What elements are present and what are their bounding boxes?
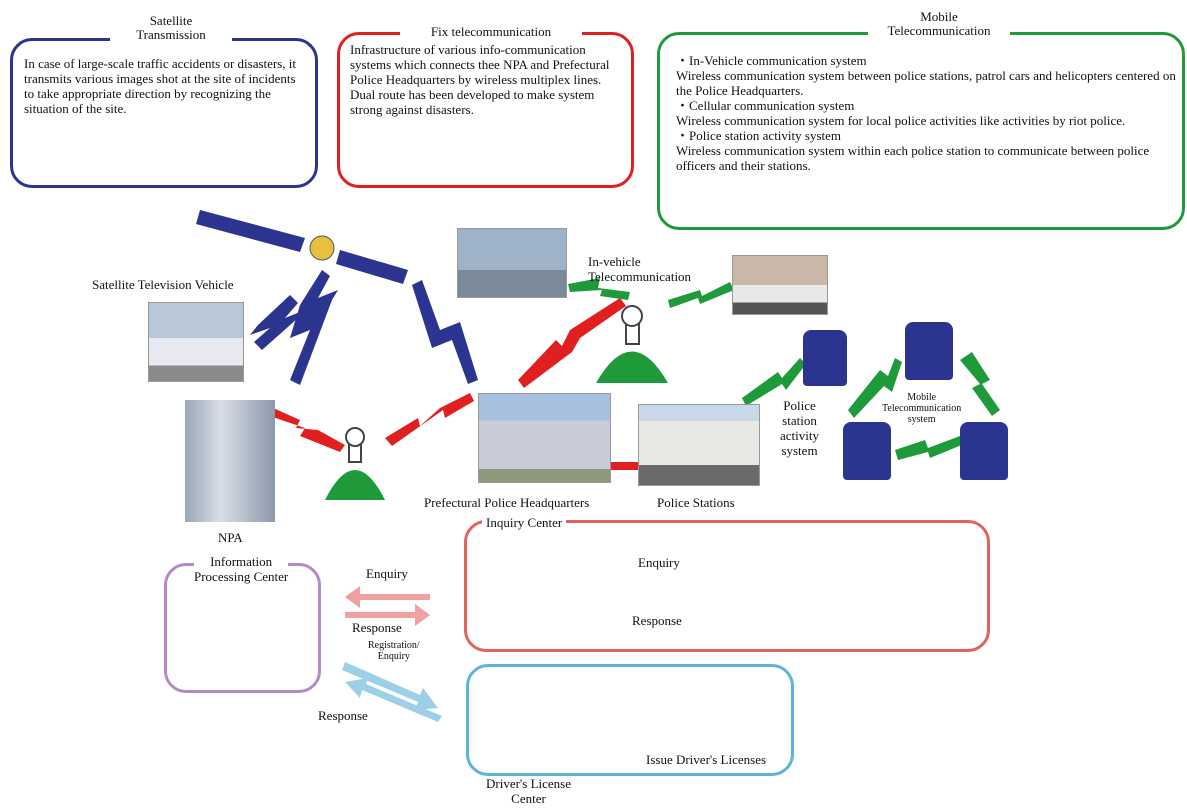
satellite-link-npa — [290, 270, 338, 385]
label-npa: NPA — [218, 530, 243, 545]
mobile-link-2 — [960, 352, 1000, 416]
satellite-icon — [196, 210, 408, 284]
satellite-info-title: Satellite Transmission — [110, 14, 232, 42]
response-arrow-bottom — [345, 678, 442, 722]
enquiry-arrow-left — [345, 586, 430, 608]
station-activity-link — [742, 358, 806, 406]
fix-info-box — [337, 32, 634, 188]
label-pph: Prefectural Police Headquarters — [424, 495, 590, 510]
police-officer-icon-3 — [843, 422, 891, 480]
fix-link-vehicle-antenna — [518, 298, 626, 388]
mobile-item-3-text: Wireless communication system within eac… — [676, 143, 1150, 173]
label-enquiry-right: Enquiry — [638, 555, 680, 570]
label-response-bottom: Response — [318, 708, 368, 723]
npa-building-photo — [185, 400, 275, 522]
mobile-info-box — [657, 32, 1185, 230]
mobile-item-1-heading: ・In-Vehicle communication system — [676, 53, 867, 68]
patrol-car-photo — [732, 255, 828, 315]
label-station-activity: Police station activity system — [780, 398, 819, 458]
inquiry-center-box — [464, 520, 990, 652]
police-station-photo — [638, 404, 760, 486]
label-response-right: Response — [632, 613, 682, 628]
fix-link-npa — [258, 403, 345, 452]
mobile-item-3-heading: ・Police station activity system — [676, 128, 842, 143]
police-officer-icon-1 — [803, 330, 847, 386]
mobile-link-1 — [848, 358, 902, 418]
satellite-info-box — [10, 38, 318, 188]
label-response-left: Response — [352, 620, 402, 635]
antenna-icon-vehicle — [596, 305, 668, 383]
label-mobile-system: Mobile Telecommunication system — [882, 392, 962, 425]
helicopter-photo — [457, 228, 567, 298]
registration-arrow — [342, 662, 438, 710]
label-satellite-vehicle: Satellite Television Vehicle — [92, 277, 234, 292]
satellite-vehicle-photo — [148, 302, 244, 382]
pph-building-photo — [478, 393, 611, 483]
response-arrow-left — [345, 604, 430, 626]
drivers-license-box — [466, 664, 794, 776]
label-in-vehicle: In-vehicle Telecommunication — [588, 254, 692, 284]
label-inquiry-center: Inquiry Center — [482, 515, 567, 530]
mobile-item-2-heading: ・Cellular communication system — [676, 98, 855, 113]
in-vehicle-link-heli — [568, 278, 630, 300]
satellite-info-body: In case of large-scale traffic accidents… — [24, 56, 297, 116]
fix-info-title: Fix telecommunication — [400, 25, 582, 39]
label-drivers-center: Driver's License Center — [486, 776, 572, 806]
fix-info-body: Infrastructure of various info-communica… — [350, 42, 610, 117]
label-info-processing: Information Processing Center — [194, 554, 289, 584]
mobile-info-title: Mobile Telecommunication — [868, 10, 1010, 38]
mobile-item-2-text: Wireless communication system for local … — [676, 113, 1126, 128]
label-police-stations: Police Stations — [657, 495, 735, 510]
mobile-item-1-text: Wireless communication system between po… — [676, 68, 1176, 98]
fix-link-pph — [385, 393, 474, 446]
pph-station-link — [606, 462, 640, 470]
label-enquiry-left: Enquiry — [366, 566, 408, 581]
label-registration: Registration/ Enquiry — [368, 640, 420, 662]
antenna-icon-npa — [325, 427, 385, 500]
label-issue-licenses: Issue Driver's Licenses — [646, 752, 767, 767]
info-processing-box — [164, 563, 321, 693]
satellite-link-vehicle — [250, 295, 305, 350]
police-officer-icon-2 — [905, 322, 953, 380]
police-officer-icon-4 — [960, 422, 1008, 480]
in-vehicle-link-car — [668, 282, 734, 308]
satellite-link-pph — [412, 280, 478, 384]
mobile-link-3 — [895, 436, 964, 460]
mobile-info-body: ・In-Vehicle communication system Wireles… — [676, 53, 1176, 173]
